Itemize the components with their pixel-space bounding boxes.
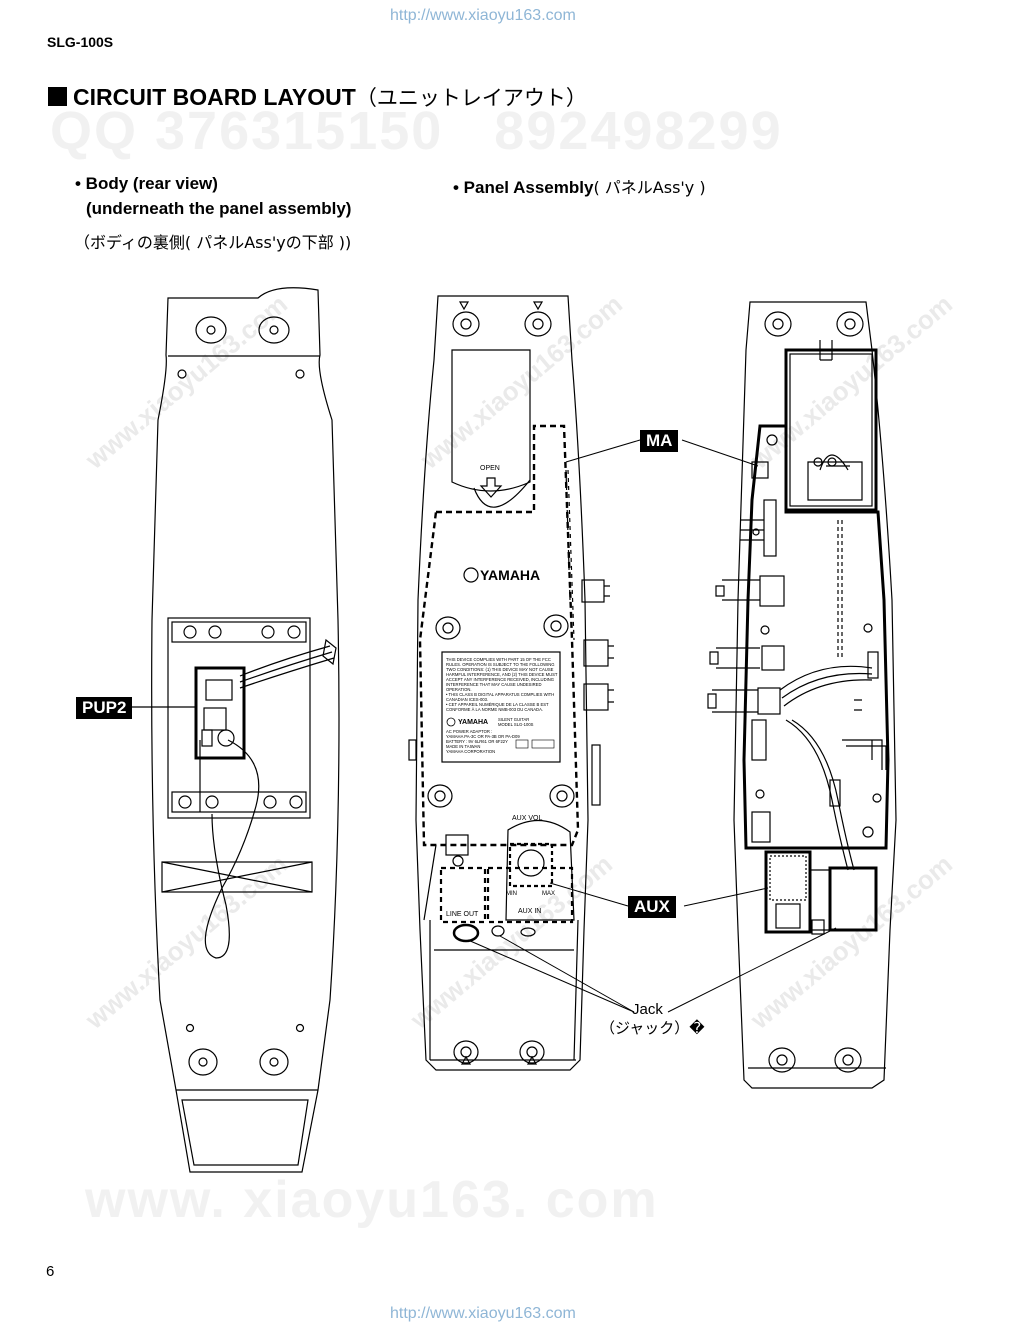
square-bullet-icon [48,87,67,106]
fcc-label: THIS DEVICE COMPLIES WITH PART 15 OF THE… [446,657,558,754]
svg-text:ACCEPT ANY INTERFERENCE RECEIV: ACCEPT ANY INTERFERENCE RECEIVED, INCLUD… [446,677,554,682]
plate-screws [178,625,303,809]
aux-vol-text: AUX VOL [512,815,542,822]
page-number: 6 [46,1263,55,1280]
svg-text:CONFORME À LA NORME NMB-003 DU: CONFORME À LA NORME NMB-003 DU CANADA. [446,707,543,712]
diagonal-watermark-2: www.xiaoyu163.com [414,289,628,475]
body-rear-view [132,287,340,1173]
panel-assembly-view [408,295,614,1071]
aux-label: AUX [628,896,676,918]
body-top-screws [177,316,305,379]
diagonal-watermark-3: www.xiaoyu163.com [744,289,958,475]
svg-text:AC POWER ADAPTOR :: AC POWER ADAPTOR : [446,729,492,734]
section-title-text: CIRCUIT BOARD LAYOUT [73,84,356,110]
callout-leaders [467,439,837,1013]
pup2-label: PUP2 [76,697,133,719]
min-text: MIN [506,891,517,897]
max-text: MAX [542,891,555,897]
svg-text:SILENT GUITAR: SILENT GUITAR [498,717,529,722]
panel-assembly-jp: ( パネルAss'y ) [593,178,706,197]
aux-in-text: AUX IN [518,908,541,915]
diagonal-watermark-4: www.xiaoyu163.com [79,849,293,1035]
section-title: CIRCUIT BOARD LAYOUT（ユニットレイアウト） [48,82,587,112]
www-watermark: www. xiaoyu163. com [85,1171,659,1229]
panel-interior-view [707,301,897,1089]
body-view-subheading: (underneath the panel assembly) [86,199,352,218]
footer-url[interactable]: http://www.xiaoyu163.com [390,1305,576,1322]
ma-label: MA [640,430,679,452]
jack-label: Jack （ジャック）� [600,1000,705,1038]
svg-text:THIS DEVICE COMPLIES WITH PART: THIS DEVICE COMPLIES WITH PART 15 OF THE… [446,657,551,662]
svg-text:CANADIAN ICES-003.: CANADIAN ICES-003. [446,697,488,702]
diagonal-watermark-6: www.xiaoyu163.com [744,849,958,1035]
body-bottom-screws [185,1023,305,1076]
body-view-jp: （ボディの裏側( パネルAss'yの下部 )) [74,233,352,252]
model-name: SLG-100S [47,34,114,50]
svg-text:YAMAHA CORPORATION: YAMAHA CORPORATION [446,749,495,754]
svg-text:TWO CONDITIONS: (1) THIS DEVIC: TWO CONDITIONS: (1) THIS DEVICE MAY NOT … [446,667,554,672]
svg-text:YAMAHA: YAMAHA [458,719,488,726]
svg-text:RULES. OPERATION IS SUBJECT TO: RULES. OPERATION IS SUBJECT TO THE FOLLO… [446,662,555,667]
diagonal-watermark-1: www.xiaoyu163.com [79,289,293,475]
panel-assembly-label: • Panel Assembly [453,178,594,197]
svg-text:HARMFUL INTERFERENCE, AND (2): HARMFUL INTERFERENCE, AND (2) THIS DEVIC… [446,672,558,677]
brand-text: YAMAHA [480,567,540,583]
body-view-heading: • Body (rear view) [75,174,218,193]
svg-text:YAMAHA PA-3C OR PA-3B OR PA-D0: YAMAHA PA-3C OR PA-3B OR PA-D09 [446,734,520,739]
svg-text:• THIS CLASS B DIGITAL APPARAT: • THIS CLASS B DIGITAL APPARATUS COMPLIE… [446,692,554,697]
svg-text:BATTERY : 9V 6LR61 OR 6F22Y: BATTERY : 9V 6LR61 OR 6F22Y [446,739,508,744]
open-text: OPEN [480,465,500,472]
svg-text:• CET APPAREIL NUMÉRIQUE DE LA: • CET APPAREIL NUMÉRIQUE DE LA CLASSE B … [446,702,549,707]
svg-text:OPERATION.: OPERATION. [446,687,472,692]
header-url[interactable]: http://www.xiaoyu163.com [390,7,576,24]
svg-text:MODEL SLG-100S: MODEL SLG-100S [498,722,534,727]
svg-text:MADE IN TAIWAN: MADE IN TAIWAN [446,744,480,749]
qq-watermark: QQ 376315150 892498299 [50,101,783,161]
svg-text:INTERFERENCE THAT MAY CAUSE UN: INTERFERENCE THAT MAY CAUSE UNDESIRED [446,682,541,687]
panel-assembly-heading: • Panel Assembly( パネルAss'y ) [453,174,706,198]
jack-label-text: Jack [632,1001,663,1018]
line-out-text: LINE OUT [446,911,479,918]
jack-label-jp: （ジャック）� [600,1019,705,1037]
section-title-jp: （ユニットレイアウト） [355,86,587,110]
side-knobs [408,579,614,806]
